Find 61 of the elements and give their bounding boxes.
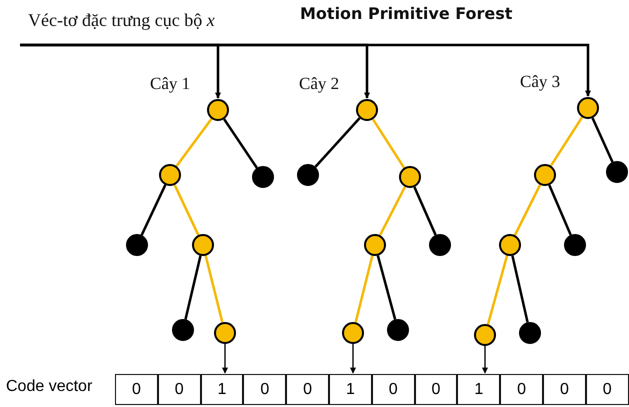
vector-cell: 0: [158, 374, 201, 405]
tree-branch: [204, 255, 224, 323]
tree-node-circle: [364, 234, 386, 256]
tree-node-circle: [606, 161, 628, 183]
vector-cell: 1: [457, 374, 500, 405]
vector-cell: 1: [329, 374, 372, 405]
tree-branch: [140, 184, 166, 236]
tree-node-circle: [172, 319, 194, 341]
tree-branch: [550, 116, 584, 166]
input-label: Véc-tơ đặc trưng cục bộ x: [20, 10, 215, 45]
arrow: [482, 346, 488, 374]
vector-cell: 0: [243, 374, 286, 405]
vector-cell: 0: [372, 374, 415, 405]
tree-label: Cây 3: [520, 72, 560, 92]
tree-node-circle: [192, 234, 214, 256]
vector-cell: 0: [586, 374, 629, 405]
tree-branch: [548, 184, 572, 236]
tree-branch: [376, 255, 396, 320]
tree-branch: [176, 118, 212, 167]
tree-branch: [314, 117, 361, 168]
tree-node-circle: [499, 234, 521, 256]
tree-node-circle: [564, 234, 586, 256]
vector-cell: 0: [543, 374, 586, 405]
tree-label: Cây 2: [299, 74, 340, 94]
tree-node-circle: [534, 164, 556, 186]
tree-node-circle: [252, 166, 274, 188]
vector-cell: 0: [500, 374, 543, 405]
tree-node-circle: [577, 97, 599, 119]
tree-node-circle: [159, 164, 181, 186]
vector-cell: 1: [200, 374, 244, 405]
tree-node-circle: [387, 319, 409, 341]
row-label: Code vector: [6, 378, 92, 396]
tree-node-circle: [207, 99, 229, 121]
tree-node-circle: [429, 234, 451, 256]
tree-branch: [174, 184, 200, 236]
vector-cell: 0: [414, 374, 458, 405]
tree-branch: [486, 255, 508, 325]
tree-branch: [413, 186, 437, 236]
tree-branch: [184, 255, 202, 320]
tree-node-circle: [214, 322, 236, 344]
tree-label: Cây 1: [150, 74, 190, 94]
tree-branch: [223, 118, 258, 169]
tree-branch: [514, 184, 542, 236]
vector-cell: 0: [286, 374, 329, 405]
arrow: [20, 44, 591, 97]
tree-branch: [354, 255, 374, 323]
vector-cell: 0: [115, 374, 158, 405]
tree-node-circle: [399, 166, 421, 188]
arrow: [222, 344, 228, 374]
tree-node-circle: [297, 164, 319, 186]
tree-node-circle: [342, 322, 364, 344]
tree-branch: [511, 255, 529, 323]
tree-node-circle: [519, 322, 541, 344]
tree-node-circle: [356, 99, 378, 121]
tree-branch: [378, 186, 406, 236]
tree-node-circle: [126, 234, 148, 256]
tree-node-circle: [474, 324, 496, 346]
tree-branch: [591, 118, 614, 162]
arrow: [350, 344, 356, 374]
diagram-title: Motion Primitive Forest: [300, 4, 512, 23]
tree-branch: [372, 118, 406, 168]
